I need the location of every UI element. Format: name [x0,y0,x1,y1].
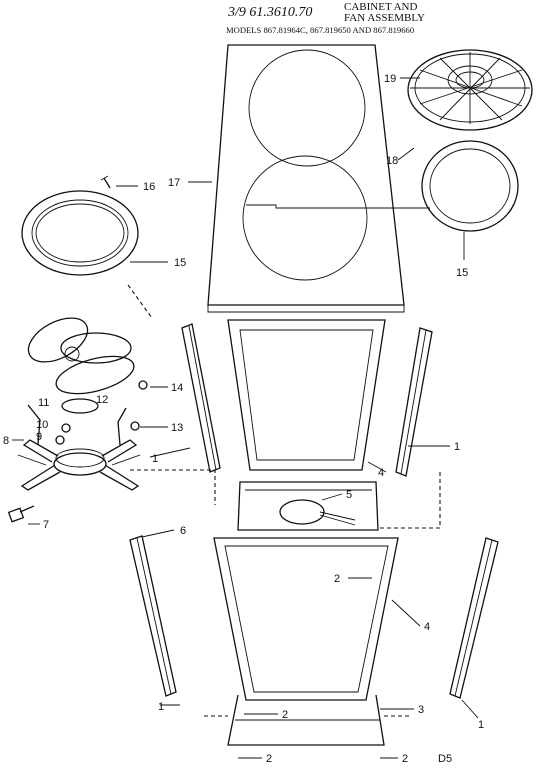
callout-14: 14 [171,382,183,394]
part-1-rail-upper-left [181,323,221,473]
callout-16: 16 [143,181,155,193]
part-10-washer [61,423,71,433]
part-5-motor-box [237,481,379,531]
callout-2-a: 2 [334,573,340,585]
part-15-left-ring [21,190,139,276]
part-8-motor-bracket [17,404,141,491]
callout-2-d: 2 [402,753,408,765]
callout-18: 18 [386,155,398,167]
page-code: D5 [438,753,452,765]
callout-15-right: 15 [456,267,468,279]
part-11-hub [61,398,99,414]
part-19-fan-guard [407,49,533,131]
assembly-guide-lines [127,284,441,529]
part-17-front-panel [207,44,430,313]
part-1-rail-upper-right [395,327,433,477]
part-12-fan-blade [27,317,135,395]
part-14-nut [138,380,148,390]
handwritten-reference: 3/9 61.3610.70 [227,5,312,20]
callout-1-upper-left: 1 [152,453,158,465]
callout-2-b: 2 [282,709,288,721]
callout-15-left: 15 [174,257,186,269]
callout-4-upper: 4 [378,467,384,479]
part-4-upper-frame [227,319,386,471]
title-line-1: CABINET AND [344,1,417,13]
callout-13: 13 [171,422,183,434]
title-line-2: FAN ASSEMBLY [344,12,425,24]
models-line: MODELS 867.81964C, 867.819650 AND 867.81… [226,25,414,35]
callout-6: 6 [180,525,186,537]
callout-1-upper-right: 1 [454,441,460,453]
callout-1-lower-right: 1 [478,719,484,731]
callout-9: 9 [36,431,42,443]
callout-2-c: 2 [266,753,272,765]
callout-4-lower: 4 [424,621,430,633]
part-15-right-ring [421,140,519,232]
part-13-nut [130,421,140,431]
part-4-lower-panel [213,537,399,701]
callout-11: 11 [38,397,49,409]
callout-7: 7 [43,519,49,531]
callout-1-lower-left: 1 [158,701,164,713]
part-9-washer [55,435,65,445]
part-6-rail-lower-left [129,535,177,697]
leader-lines [12,77,479,759]
callout-17: 17 [168,177,180,189]
part-1-rail-lower-right [449,537,499,699]
callout-3: 3 [418,704,424,716]
part-16-screw [100,175,111,189]
callout-19: 19 [384,73,396,85]
callout-10: 10 [36,419,48,431]
part-7-bolt [7,505,35,523]
callout-5: 5 [346,489,352,501]
part-3-base [204,694,410,746]
callout-8: 8 [3,435,9,447]
callout-12: 12 [96,394,108,406]
